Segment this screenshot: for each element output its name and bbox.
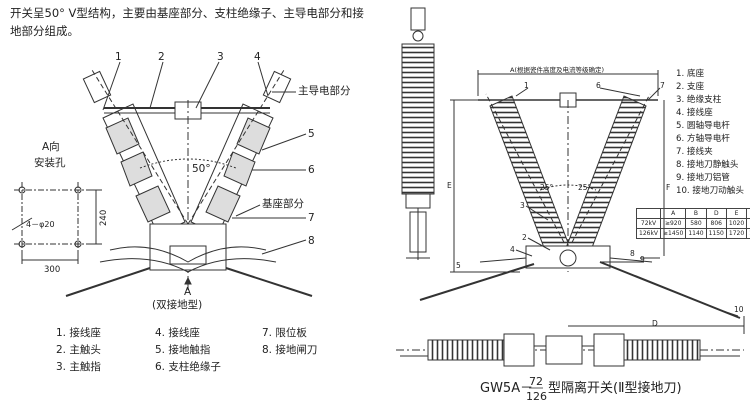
spec-cell: B [685, 208, 707, 219]
left-callout-1: 1 [115, 51, 122, 63]
angle-25-right-label: 25° [578, 183, 592, 192]
dim-e-label: E [447, 181, 452, 190]
left-callout-4: 4 [254, 51, 261, 63]
right-legend-item: 5. 圆轴导电杆 [676, 121, 730, 131]
spec-table-row: 72kV ≥920 580 806 1020 440 [635, 218, 750, 229]
left-ground-blade-right [225, 267, 313, 297]
hole-spec-label: 4－φ20 [26, 220, 55, 229]
left-callout-3: 3 [217, 51, 224, 63]
right-callout-8: 8 [630, 249, 635, 258]
right-callout-10: 10 [734, 305, 744, 314]
spec-cell: 580 [685, 218, 707, 229]
right-legend-item: 3. 绝缘支柱 [676, 95, 722, 105]
spec-cell: 126kV [635, 228, 662, 239]
dim-a-label: A(根据瓷件高度及电流等级确定) [510, 66, 605, 74]
horizontal-insulator-left [427, 339, 505, 361]
mount-hole-drawing [11, 182, 102, 264]
right-callout-4: 4 [510, 245, 515, 254]
right-legend-item: 4. 接线座 [676, 108, 713, 118]
spec-table-header: A B D E F [635, 208, 750, 219]
left-callout-8: 8 [308, 235, 315, 247]
spec-table: A B D E F 72kV ≥920 580 806 1020 440 126… [635, 208, 750, 239]
left-terminal-left [82, 70, 112, 104]
spec-cell: 806 [705, 218, 727, 229]
left-insulator-left [102, 103, 186, 235]
dim-240-label: 240 [99, 209, 109, 226]
spec-cell: 1150 [705, 228, 727, 239]
left-legend-item: 6. 支柱绝缘子 [155, 361, 221, 373]
right-callout-1: 1 [524, 81, 529, 90]
spec-cell: 1020 [725, 218, 748, 229]
angle-50-label: 50° [192, 163, 211, 175]
spec-cell: 72kV [635, 218, 662, 229]
left-callout-7: 7 [308, 212, 315, 224]
left-callout-5: 5 [308, 128, 315, 140]
main-conductive-label: 主导电部分 [298, 85, 351, 97]
caption-fraction-top: 72 [529, 375, 543, 388]
left-legend-item: 8. 接地闸刀 [262, 344, 318, 356]
caption-fraction-bottom: 126 [526, 390, 547, 403]
right-legend-item: 10. 接地刀动触头 [676, 186, 744, 196]
dual-ground-label: (双接地型) [152, 299, 203, 311]
spec-cell: 1720 [725, 228, 748, 239]
dim-300-label: 300 [44, 265, 61, 275]
caption-prefix: GW5A－ [480, 381, 534, 396]
right-callout-5: 5 [456, 261, 461, 270]
spec-cell [635, 208, 662, 219]
spec-cell: 1140 [685, 228, 707, 239]
left-legend-item: 5. 接地触指 [155, 344, 211, 356]
right-ground-blade-left [419, 263, 535, 301]
vertical-insulator-fins [401, 43, 435, 195]
left-legend-item: 4. 接线座 [155, 327, 200, 339]
horizontal-view-drawing [396, 333, 744, 367]
right-legend-item: 6. 方轴导电杆 [676, 134, 730, 144]
right-legend-item: 2. 支座 [676, 82, 705, 92]
right-legend-item: 9. 接地刀铝管 [676, 173, 730, 183]
spec-cell: ≥920 [660, 218, 687, 229]
right-callout-6: 6 [596, 81, 601, 90]
left-legend-item: 2. 主触头 [56, 344, 101, 356]
dim-d-label: D [652, 319, 658, 328]
left-legend-item: 7. 限位板 [262, 327, 307, 339]
left-callout-6: 6 [308, 164, 315, 176]
right-callout-7: 7 [660, 81, 665, 90]
spec-cell: E [725, 208, 748, 219]
right-ground-blade-right [599, 261, 741, 319]
left-callout-2: 2 [158, 51, 165, 63]
intro-line-1: 开关呈50° V型结构，主要由基座部分、支柱绝缘子、主导电部分和接 [10, 6, 364, 20]
spec-cell: D [705, 208, 727, 219]
horizontal-insulator-right [623, 339, 701, 361]
right-legend-item: 8. 接地刀静触头 [676, 160, 739, 170]
right-legend-item: 7. 接线夹 [676, 147, 713, 157]
angle-25-left-label: 25° [540, 183, 554, 192]
right-switch-drawing [419, 70, 745, 334]
right-callout-3: 3 [520, 201, 525, 210]
base-part-label: 基座部分 [262, 198, 304, 210]
vertical-insulator-drawing [401, 7, 435, 260]
dim-f-label: F [666, 183, 671, 192]
left-legend-item: 1. 接线座 [56, 327, 101, 339]
a-direction-label: A向 [42, 141, 60, 153]
spec-cell: ≥1450 [660, 228, 687, 239]
left-terminal-right [262, 70, 292, 104]
spec-table-row: 126kV ≥1450 1140 1150 1720 1000 [635, 228, 750, 239]
mount-hole-label: 安装孔 [34, 157, 66, 169]
caption-suffix: 型隔离开关(Ⅱ型接地刀) [548, 381, 682, 396]
left-legend-item: 3. 主触指 [56, 361, 101, 373]
intro-line-2: 地部分组成。 [10, 24, 79, 38]
right-callout-9: 9 [640, 255, 645, 264]
spec-cell: A [660, 208, 687, 219]
left-ground-blade-left [65, 267, 151, 297]
left-switch-drawing [65, 61, 313, 297]
right-legend-item: 1. 底座 [676, 69, 705, 79]
view-a-label: A [184, 286, 192, 298]
right-callout-2: 2 [522, 233, 527, 242]
